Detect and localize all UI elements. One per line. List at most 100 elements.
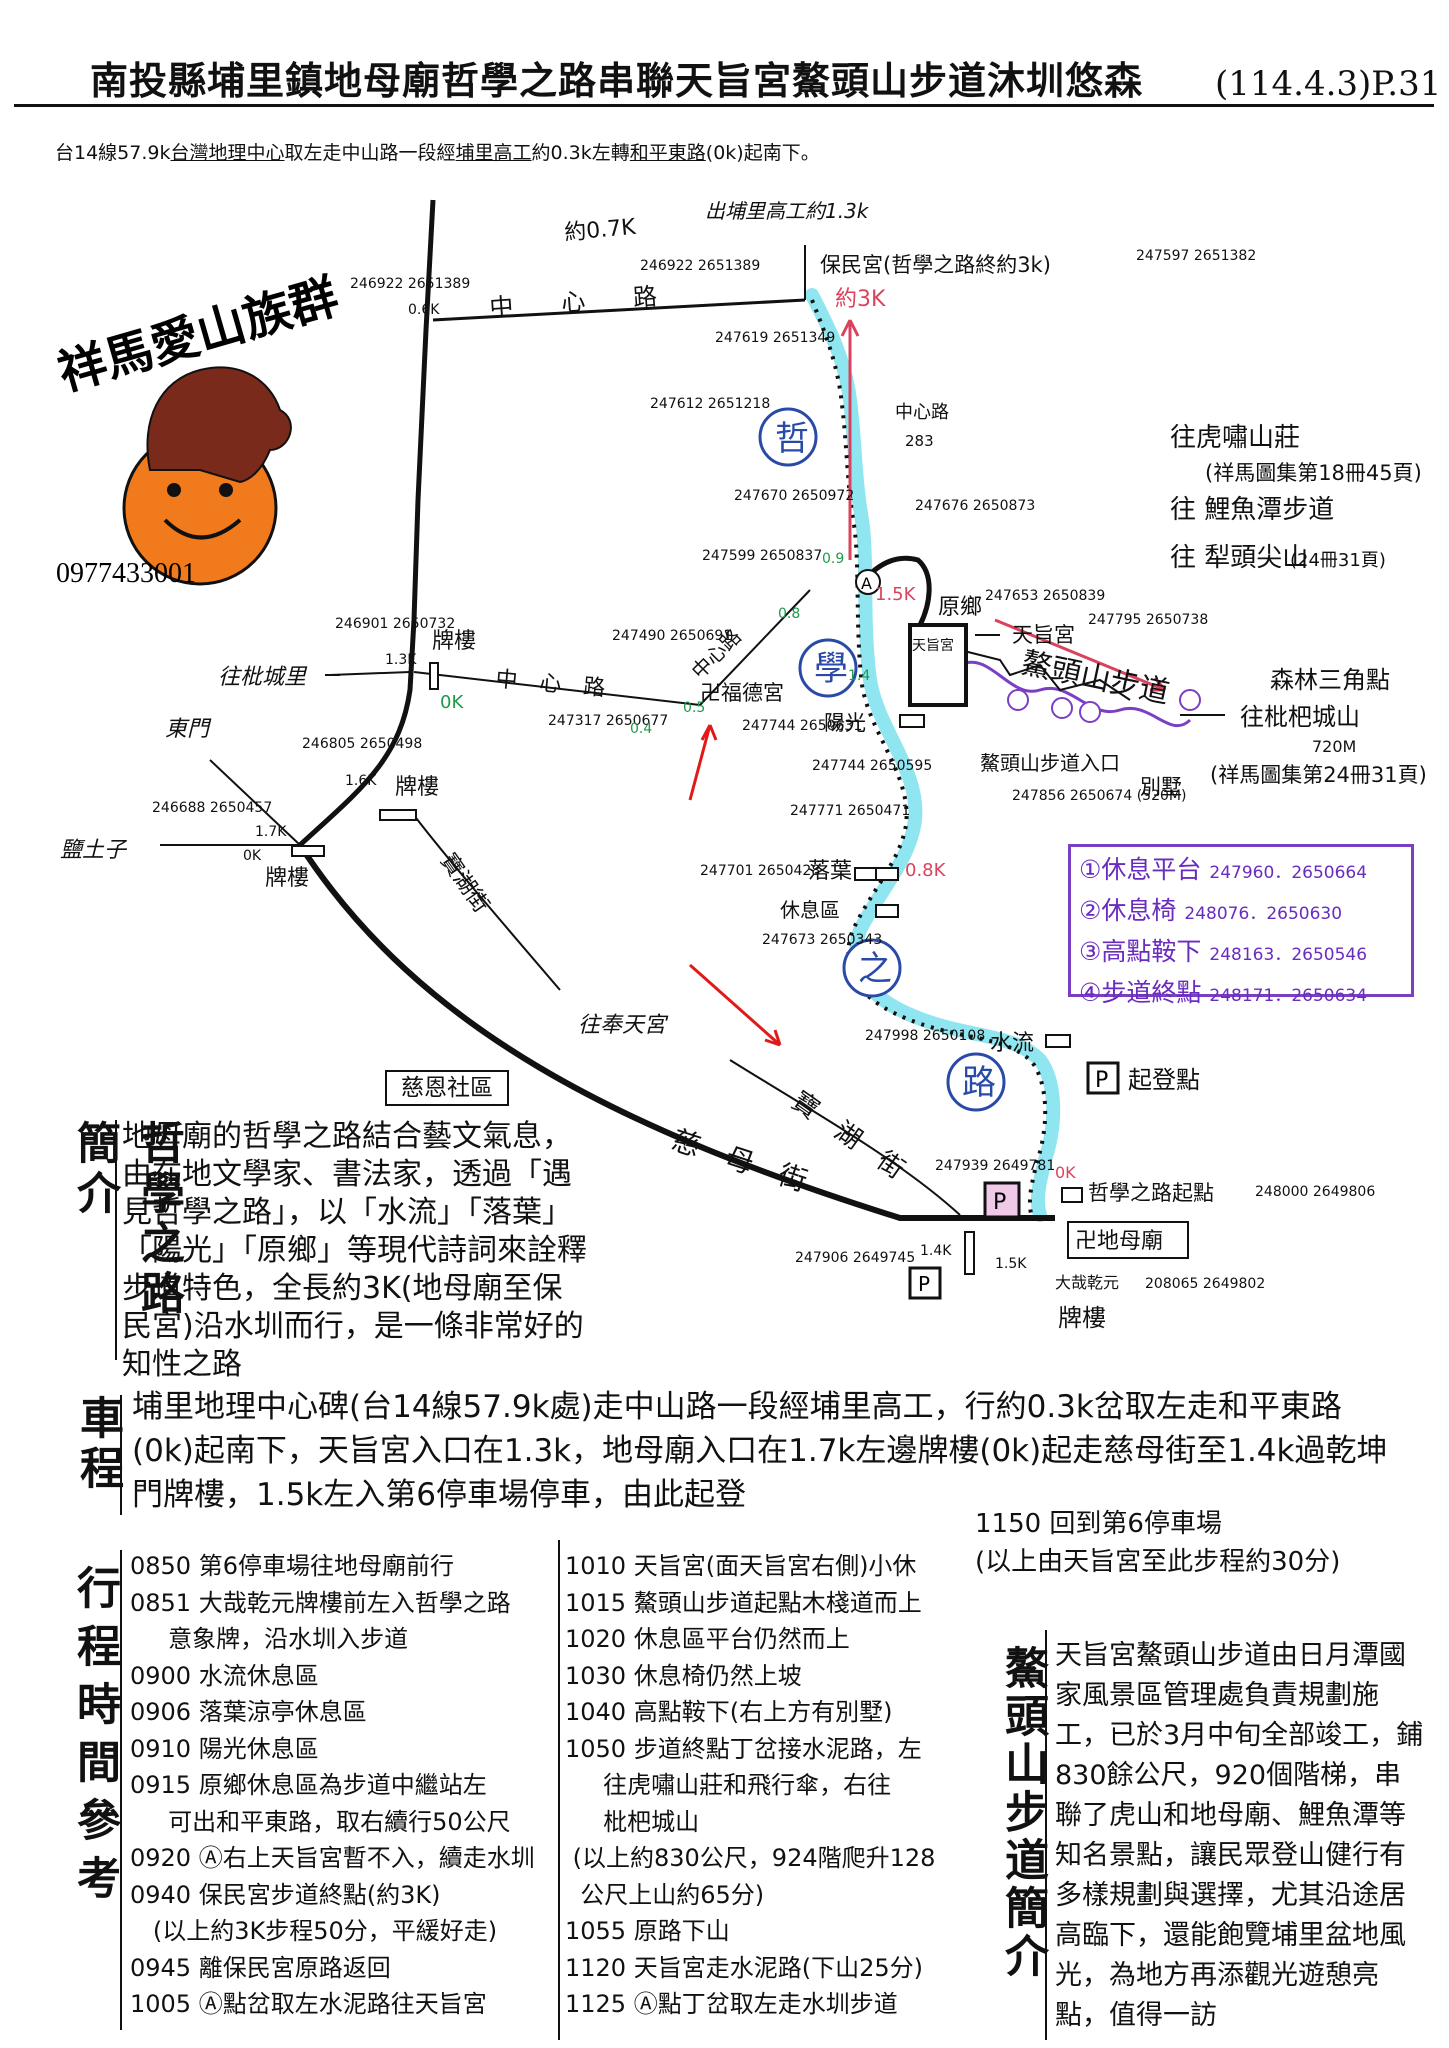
schedule-column-1: 0850 第6停車場往地母廟前行 0851 大哉乾元牌樓前左入哲學之路 意象牌，… (130, 1552, 535, 2018)
section-title-philosophy: 哲學之路簡介 (69, 1120, 184, 1320)
label-c-246901: 246901 2650732 (335, 616, 455, 632)
legend-label-1: ①休息平台 (1079, 855, 1202, 884)
label-yuanxiang: 原鄉 (938, 595, 982, 620)
label-k08b: 0.8K (905, 860, 947, 881)
label-cimu: 慈 母 街 (668, 1123, 811, 1198)
red-arrow-fude-head (700, 724, 718, 741)
label-k15: 1.5K (875, 584, 917, 605)
logo-eye-left (167, 483, 181, 497)
section-divider-schedule (120, 1550, 122, 2030)
paifang-marker-2 (379, 809, 417, 821)
xue-circle (798, 638, 858, 698)
label-k08: 0.8 (778, 606, 800, 622)
label-n283: 283 (905, 432, 934, 450)
label-zhongshan-top: 中 心 路 (488, 282, 658, 322)
label-ref18: (祥馬圖集第18冊45頁) (1205, 461, 1422, 485)
section-title-drive: 車程 (72, 1395, 123, 1495)
label-yue3k: 約3K (835, 287, 886, 312)
paifang-marker-3 (291, 845, 325, 857)
label-c-247676: 247676 2650873 (915, 498, 1035, 514)
tsengen-community-label: 慈恩社區 (385, 1070, 509, 1106)
red-distance-arrow (994, 618, 1166, 692)
logo-smile (163, 518, 242, 540)
label-k0c: 0K (1055, 1163, 1076, 1182)
label-qideng: 起登點 (1128, 1066, 1200, 1094)
section-divider-aotou (1045, 1630, 1047, 2040)
lu-circle (946, 1052, 1006, 1112)
tianzhi-access-road (858, 555, 932, 627)
aotou-trail (959, 660, 1192, 728)
section-divider-drive (120, 1395, 122, 1515)
zhongshan-road-branch (699, 589, 811, 706)
label-k05: 0.5 (683, 700, 705, 716)
logo-group: 祥馬愛山族群 (52, 269, 344, 586)
red-arrow-shuiliu (689, 963, 781, 1047)
label-bieshu: 別墅 (1140, 775, 1182, 799)
label-luoye: 落葉 (808, 859, 852, 884)
horse-head-icon (146, 366, 292, 484)
intro-part-1: 台14線57.9k (55, 142, 171, 164)
label-aotou: 鰲頭山步道 (1018, 646, 1172, 711)
label-yangguang: 陽光 (824, 711, 866, 735)
label-c-246922: 246922 2651389 (640, 258, 760, 274)
paifang-marker-1 (429, 662, 439, 690)
label-c-247599: 247599 2650837 (702, 548, 822, 564)
label-c-247856: 247856 2650674 (520M) (1012, 788, 1186, 804)
label-c-247653: 247653 2650839 (985, 588, 1105, 604)
label-aotou-entrance: 鰲頭山步道入口 (980, 751, 1120, 775)
label-c-247490: 247490 2650691 (612, 628, 732, 644)
page-title: 南投縣埔里鎮地母廟哲學之路串聯天旨宮鰲頭山步道沐圳悠森 (90, 58, 1144, 103)
logo-phone: 0977433001 (56, 558, 196, 589)
label-paifang-3: 牌樓 (265, 866, 309, 891)
legend-label-4: ④步道終點 (1079, 978, 1202, 1007)
label-k13: 1.3K (385, 652, 417, 668)
label-c-247906: 247906 2649745 (795, 1250, 915, 1266)
philosophy-trail (810, 299, 1048, 1218)
zhexue-start-marker (1061, 1187, 1083, 1203)
drive-text: 埔里地理中心碑(台14線57.9k處)走中山路一段經埔里高工，行約0.3k岔取左… (132, 1389, 1388, 1513)
label-to-liyu: 往 鯉魚潭步道 (1170, 495, 1334, 525)
label-k15b: 1.5K (995, 1256, 1027, 1272)
label-k14: 1.4 (848, 668, 870, 684)
zhe-circle (758, 407, 818, 467)
parking-icon-lower-glyph: P (918, 1272, 930, 1296)
label-c-247612: 247612 2651218 (650, 396, 770, 412)
label-dimu: 卍地母廟 (1075, 1229, 1163, 1254)
legend-label-3: ③高點鞍下 (1079, 937, 1202, 966)
xiuxi-rest-marker (875, 904, 899, 918)
aotou-ridge (959, 649, 1131, 701)
schedule-column-3: 1150 回到第6停車場 (以上由天旨宮至此步程約30分) (975, 1509, 1341, 1577)
label-to-pisheng: 往枇城里 (218, 665, 308, 690)
shuiliu-rest-marker (1045, 1034, 1071, 1048)
label-to-litou: 往 犁頭尖山 (1170, 543, 1308, 573)
intro-puli-highschool: 埔里高工 (455, 142, 532, 164)
label-yue07: 約0.7K (563, 215, 637, 246)
label-paifang-2: 牌樓 (395, 775, 439, 800)
schedule-column-divider (558, 1540, 560, 2040)
intro-heping-road: 和平東路 (629, 142, 706, 164)
label-c-247673: 247673 2650343 (762, 932, 882, 948)
label-c-247619: 247619 2651349 (715, 330, 835, 346)
logo-eye-right (219, 483, 233, 497)
label-lu: 路 (962, 1063, 996, 1103)
label-c-247744b: 247744 2650595 (812, 758, 932, 774)
label-c-247317: 247317 2650677 (548, 713, 668, 729)
label-to-huxiao: 往虎嘯山莊 (1170, 423, 1300, 453)
label-k0: 0K (440, 692, 464, 713)
parking-icon-lower (908, 1266, 942, 1300)
label-m720: 720M (1312, 737, 1356, 756)
red-arrow-shuiliu-head (764, 1029, 782, 1047)
label-k06: 0.6K (408, 302, 440, 318)
parking-icon-start-glyph: P (1095, 1068, 1108, 1093)
label-zhongshan-mid: 中 心 路 (494, 667, 606, 701)
intro-part-3: 約0.3k左轉 (531, 142, 630, 164)
trail-point-4 (1179, 689, 1201, 711)
intro-part-2: 取左走中山路一段經 (284, 142, 456, 164)
title-rule (14, 104, 1434, 107)
cimu-street (297, 843, 1055, 1221)
legend-coord-1: 247960．2650664 (1209, 863, 1368, 883)
label-c-247795: 247795 2650738 (1088, 612, 1208, 628)
